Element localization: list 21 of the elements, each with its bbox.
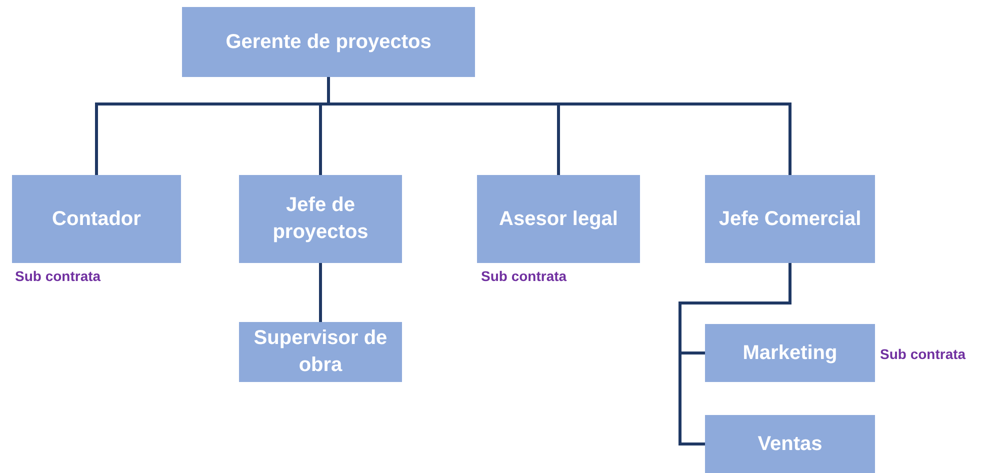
role-title: Contador — [52, 206, 141, 232]
note-text: Sub contrata — [481, 267, 567, 286]
note-text: Sub contrata — [15, 267, 101, 286]
role-box — [705, 175, 875, 263]
role-box — [12, 175, 181, 263]
role-box — [182, 7, 475, 77]
role-box — [705, 324, 875, 382]
role-title: Jefe Comercial — [718, 206, 862, 232]
role-title: Ventas — [758, 432, 822, 456]
role-title: Supervisor de obra — [252, 326, 388, 378]
connector-line — [319, 263, 322, 322]
note-text: Sub contrata — [880, 345, 966, 364]
role-title: Asesor legal — [499, 206, 618, 232]
role-title: Gerente de proyectos — [226, 30, 432, 54]
role-box — [705, 415, 875, 473]
role-box — [239, 322, 402, 382]
role-title: Marketing — [742, 340, 838, 366]
role-box — [477, 175, 640, 263]
role-box — [239, 175, 402, 263]
connector-line — [678, 263, 792, 446]
role-title: Jefe de proyectos — [272, 193, 370, 245]
